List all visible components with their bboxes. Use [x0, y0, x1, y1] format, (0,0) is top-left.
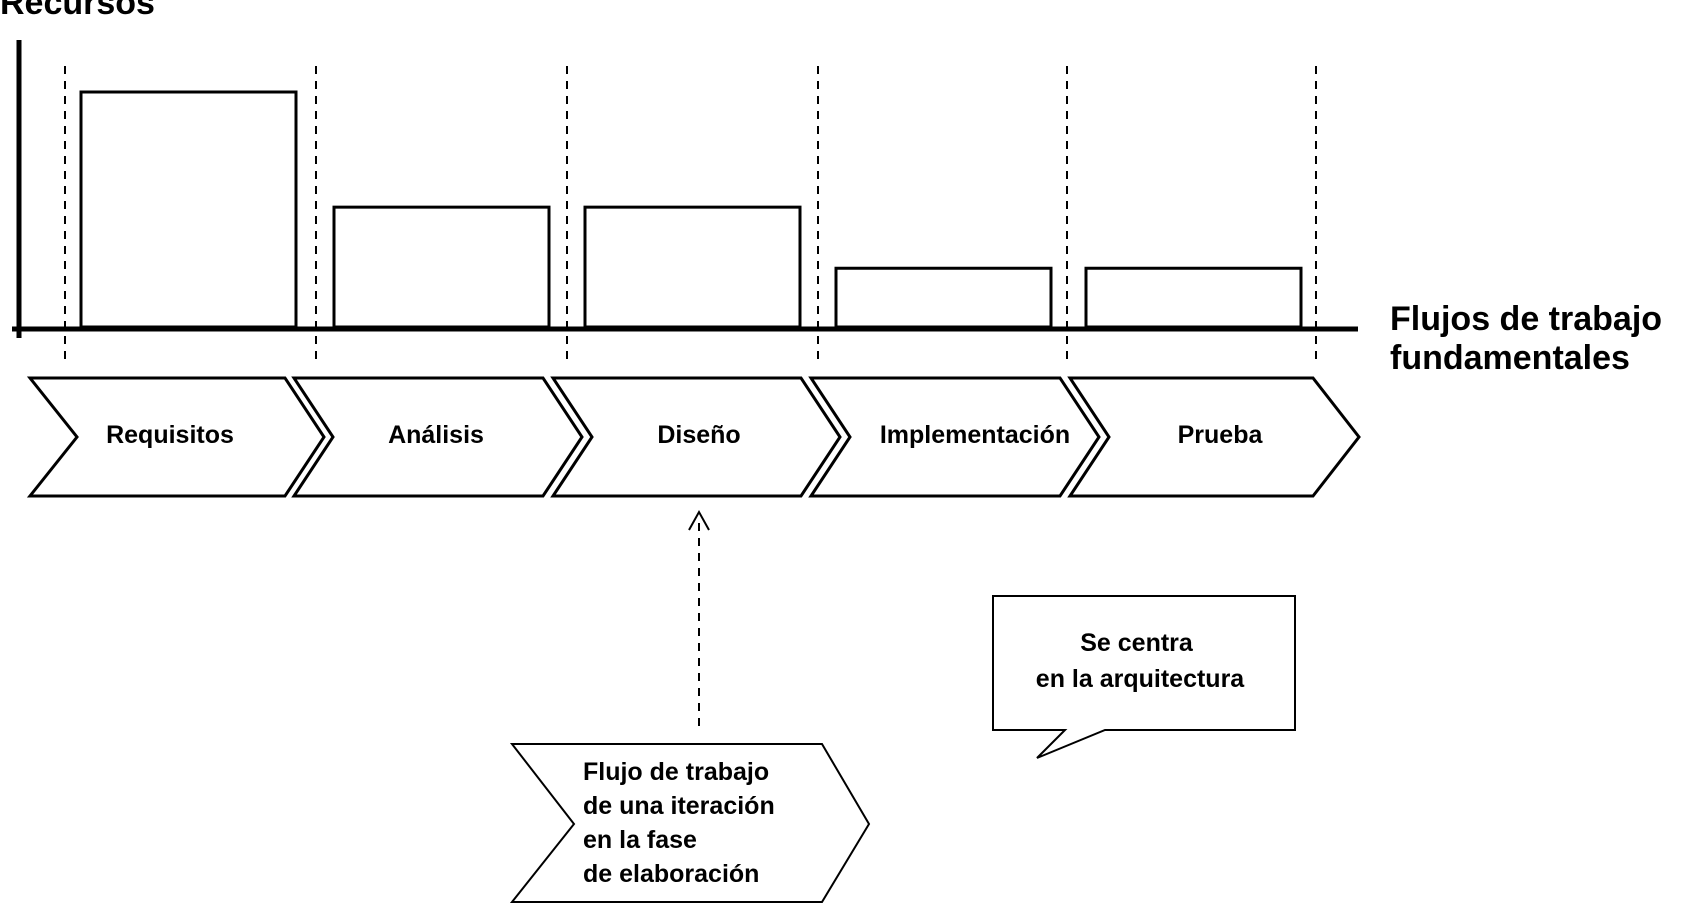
- callout-text: Se centra en la arquitectura: [1036, 629, 1245, 693]
- workflow-labels: Requisitos Análisis Diseño Implementació…: [106, 421, 1263, 449]
- iteration-note-line-4: de elaboración: [583, 860, 759, 888]
- callout-line-1: Se centra: [1080, 629, 1194, 657]
- iteration-note-line-3: en la fase: [583, 826, 697, 854]
- bar-implementacion: [834, 266, 1053, 329]
- bar-prueba: [1084, 266, 1303, 329]
- y-axis-label: Recursos: [0, 0, 155, 22]
- x-axis-label-line-2: fundamentales: [1390, 339, 1630, 377]
- bar-analisis: [332, 205, 551, 329]
- callout-line-2: en la arquitectura: [1036, 665, 1245, 693]
- resource-bars: [79, 90, 1303, 329]
- x-axis-label-line-1: Flujos de trabajo: [1390, 300, 1662, 338]
- iteration-note-text: Flujo de trabajo de una iteración en la …: [583, 758, 782, 888]
- chevron-requisitos: [26, 376, 326, 498]
- iteration-note-line-2: de una iteración: [583, 792, 775, 820]
- label-implementacion: Implementación: [880, 421, 1070, 449]
- workflow-chevrons: [26, 376, 1361, 498]
- arrow-head-icon: [688, 509, 710, 531]
- iteration-note-chevron: [509, 743, 871, 903]
- label-requisitos: Requisitos: [106, 421, 234, 449]
- x-axis-label: Flujos de trabajo fundamentales: [1390, 300, 1672, 377]
- chevron-prueba: [1067, 376, 1361, 498]
- chevron-diseno: [550, 376, 842, 498]
- chevron-implementacion: [808, 376, 1101, 498]
- bar-requisitos: [79, 90, 298, 329]
- bar-diseno: [583, 205, 802, 329]
- chevron-analisis: [291, 376, 584, 498]
- label-analisis: Análisis: [388, 421, 484, 449]
- label-diseno: Diseño: [657, 421, 740, 449]
- phase-separators: [64, 66, 1317, 362]
- speech-bubble-callout: [992, 595, 1296, 759]
- iteration-note-line-1: Flujo de trabajo: [583, 758, 769, 786]
- label-prueba: Prueba: [1178, 421, 1264, 449]
